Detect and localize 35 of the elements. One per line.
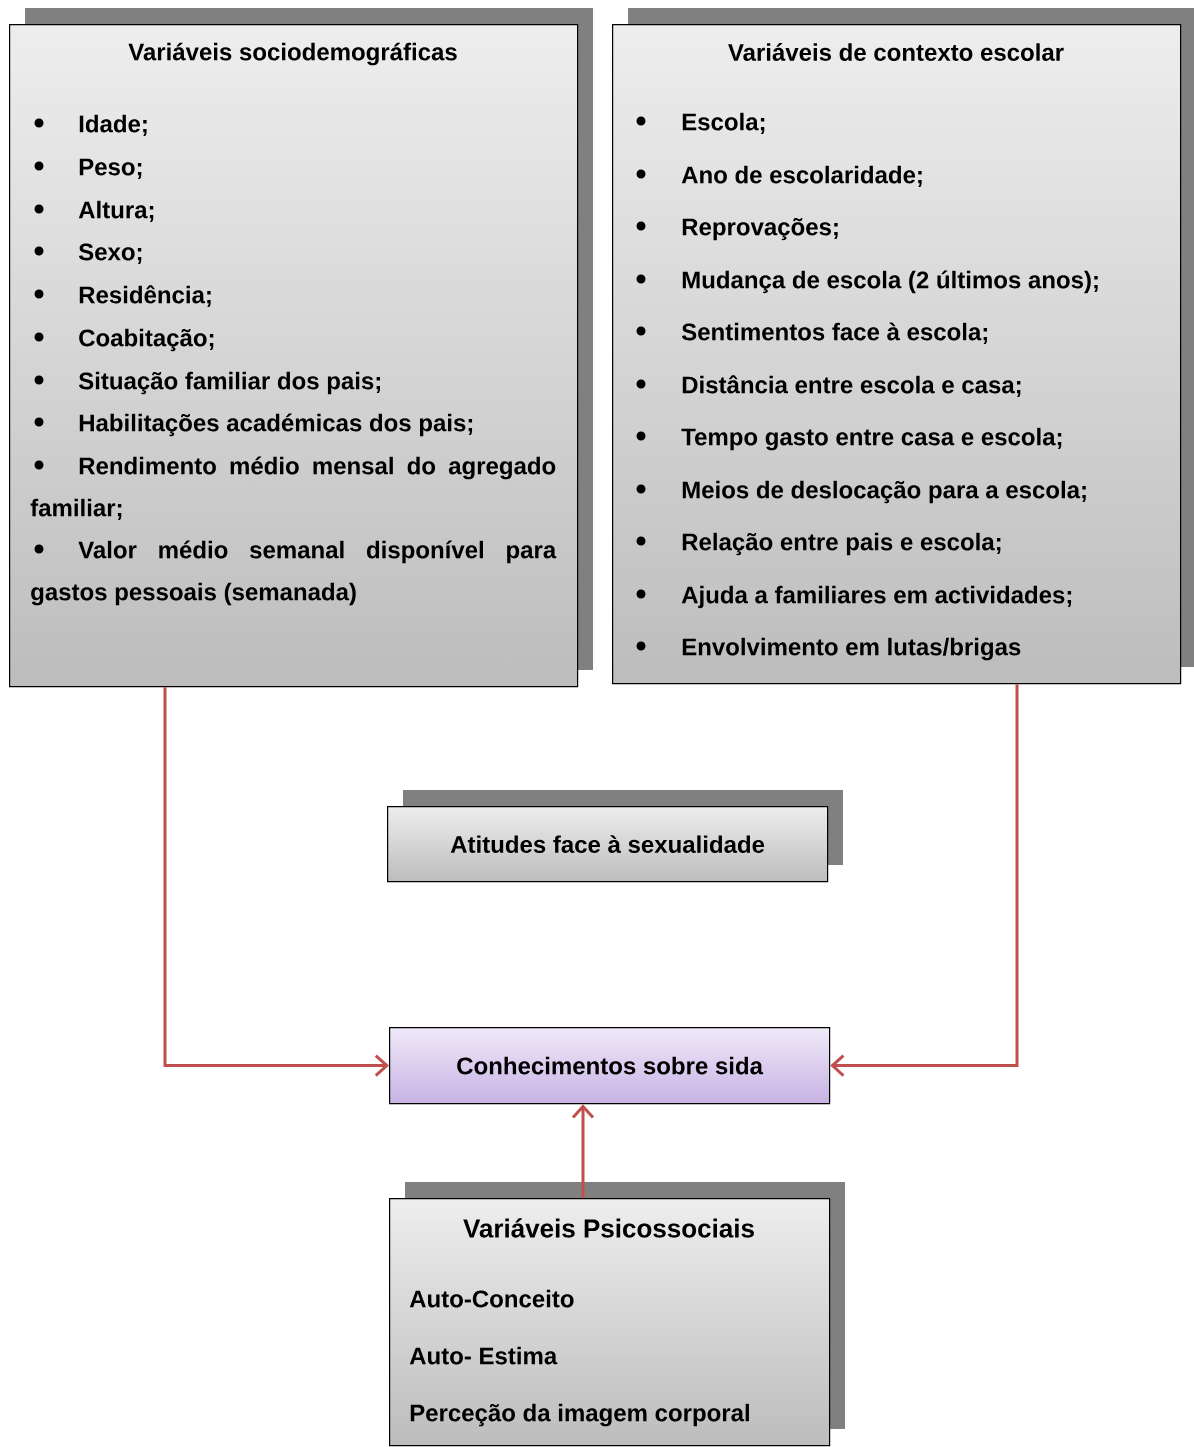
panel-heading: Variáveis Psicossociais bbox=[463, 1218, 754, 1238]
list-item: Relação entre pais e escola; bbox=[636, 532, 1001, 556]
variable-panel bbox=[612, 8, 1194, 685]
list-item: Perceção da imagem corporal bbox=[410, 1403, 749, 1427]
outcome-box: Conhecimentos sobre sida bbox=[389, 1027, 831, 1105]
list-item: Peso; bbox=[34, 158, 142, 179]
list-item: Residência; bbox=[34, 285, 211, 307]
list-item: Sexo; bbox=[34, 243, 142, 264]
list-item: Situação familiar dos pais; bbox=[34, 371, 380, 395]
list-item: Auto- Estima bbox=[409, 1346, 558, 1365]
list-item: Coabitação; bbox=[34, 328, 214, 352]
list-item: Escola; bbox=[636, 112, 765, 134]
list-item: Envolvimento em lutas/brigas bbox=[636, 637, 1021, 661]
list-item: Valor médio semanal disponível para gastos pessoais (semanada) bbox=[31, 540, 557, 606]
list-item: Ajuda a familiares em actividades; bbox=[636, 585, 1072, 609]
list-item: Reprovações; bbox=[636, 217, 838, 241]
variable-panel bbox=[389, 1182, 845, 1447]
panel-heading: Variáveis de contexto escolar bbox=[728, 43, 1064, 61]
list-item: Mudança de escola (2 últimos anos); bbox=[636, 270, 1098, 294]
list-item: Ano de escolaridade; bbox=[636, 165, 922, 187]
variable-panel bbox=[9, 8, 593, 688]
list-item: Altura; bbox=[34, 200, 154, 222]
list-item: Meios de deslocação para a escola; bbox=[636, 480, 1086, 504]
list-item: Habilitações académicas dos pais; bbox=[34, 413, 473, 437]
list-item: Idade; bbox=[34, 114, 147, 136]
list-item: Sentimentos face à escola; bbox=[636, 322, 987, 344]
panel-heading: Variáveis sociodemográficas bbox=[128, 42, 457, 66]
list-item: Auto-Conceito bbox=[409, 1289, 574, 1308]
variable-box: Atitudes face à sexualidade bbox=[387, 790, 843, 883]
arrow bbox=[571, 1104, 595, 1198]
arrow bbox=[163, 687, 389, 1077]
list-item: Tempo gasto entre casa e escola; bbox=[636, 427, 1062, 451]
arrow bbox=[830, 684, 1019, 1077]
list-item: Distância entre escola e casa; bbox=[636, 375, 1021, 397]
list-item: Rendimento médio mensal do agregado familiar; bbox=[30, 456, 556, 520]
